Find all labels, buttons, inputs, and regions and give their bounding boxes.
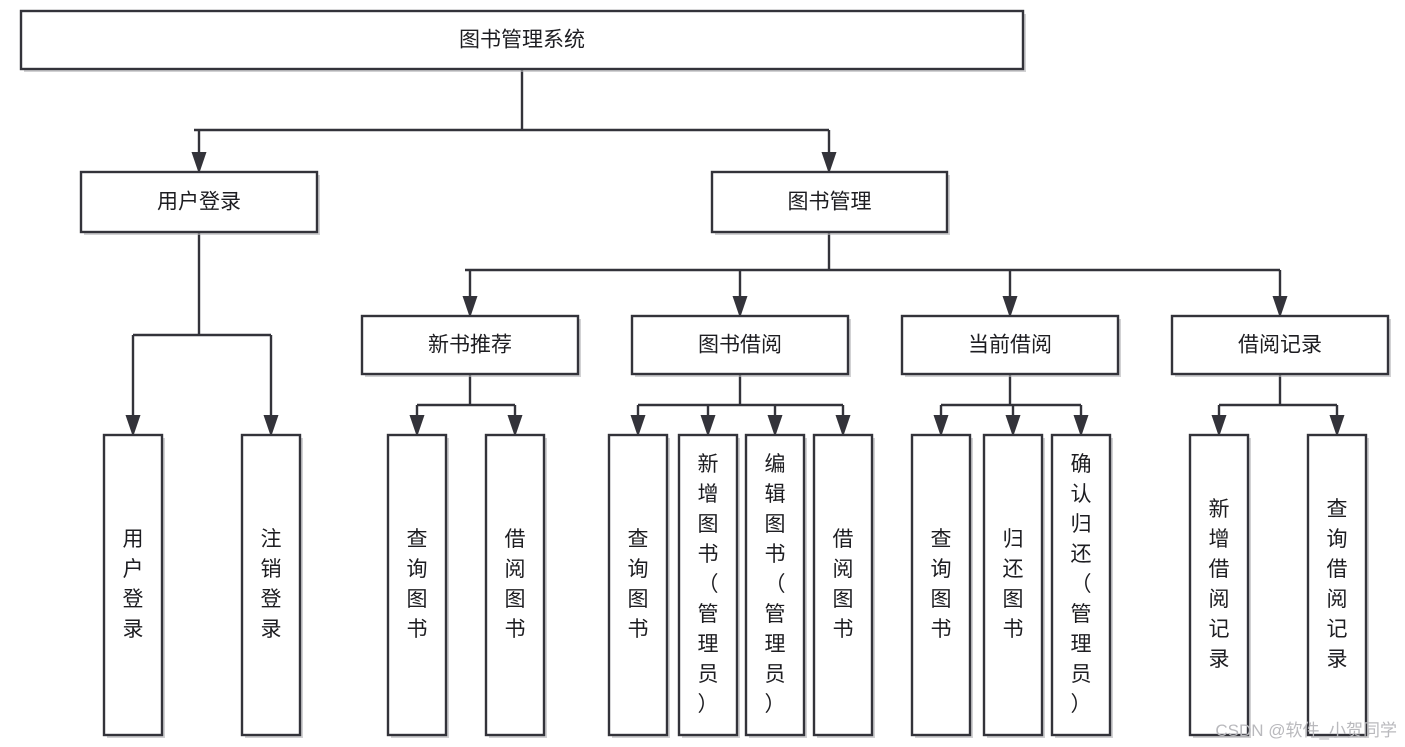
node-label: 图书管理系统 [459,29,585,52]
node-label: 确认归还（管理员） [1071,453,1092,716]
arrow-leaf-confirm-return [1073,405,1089,437]
arrow-leaf-edit-book [767,405,783,437]
node-label: 新增图书（管理员） [698,453,719,716]
node-label: 借阅图书 [505,528,526,641]
node-box[interactable] [744,433,806,737]
node-box[interactable] [1170,314,1390,376]
node-label: 查询图书 [628,528,649,641]
node-level2-user-login[interactable]: 用户登录 [79,170,320,235]
node-box[interactable] [1050,433,1112,737]
node-box[interactable] [710,170,949,234]
node-label: 借阅记录 [1238,334,1322,357]
node-leaf-leaf-user-login[interactable]: 用户登录 [102,433,165,738]
node-level3-new-book-recommend[interactable]: 新书推荐 [360,314,581,377]
arrow-leaf-query-book-current [933,405,949,437]
node-box[interactable] [240,433,302,737]
node-level3-book-borrow[interactable]: 图书借阅 [630,314,851,377]
arrow-leaf-return-book [1005,405,1021,437]
bus-root [194,69,829,132]
bus-new-book [417,374,515,407]
node-root-root[interactable]: 图书管理系统 [19,9,1026,72]
node-label: 当前借阅 [968,334,1052,357]
node-box[interactable] [102,433,164,737]
node-label: 归还图书 [1003,528,1024,641]
node-leaf-leaf-add-book[interactable]: 新增图书（管理员） [677,433,740,738]
arrow-leaf-logout [263,335,279,437]
node-label: 借阅图书 [833,528,854,641]
node-label: 查询借阅记录 [1327,498,1348,671]
arrow-leaf-user-login [125,335,141,437]
bus-book-borrow [638,374,843,407]
arrow-to-new-book [462,270,478,318]
node-box[interactable] [79,170,319,234]
node-box[interactable] [607,433,669,737]
node-level3-borrow-record[interactable]: 借阅记录 [1170,314,1391,377]
node-leaf-leaf-query-book-new[interactable]: 查询图书 [386,433,449,738]
node-level2-book-management[interactable]: 图书管理 [710,170,950,235]
bus-book-management [465,232,1280,272]
node-leaf-leaf-borrow-book-new[interactable]: 借阅图书 [484,433,547,738]
node-box[interactable] [360,314,580,376]
node-box[interactable] [812,433,874,737]
node-label: 查询图书 [931,528,952,641]
node-leaf-leaf-confirm-return[interactable]: 确认归还（管理员） [1050,433,1113,738]
bus-user-login [133,232,271,337]
node-label: 图书管理 [788,191,872,214]
node-box[interactable] [677,433,739,737]
node-box[interactable] [484,433,546,737]
node-leaf-leaf-query-book-current[interactable]: 查询图书 [910,433,973,738]
connector-layer [125,69,1345,437]
node-leaf-leaf-query-record[interactable]: 查询借阅记录 [1306,433,1369,738]
arrow-leaf-borrow-book-new [507,405,523,437]
arrow-leaf-query-record [1329,405,1345,437]
arrow-to-borrow-record [1272,270,1288,318]
node-box[interactable] [900,314,1120,376]
node-label: 图书借阅 [698,334,782,357]
arrow-leaf-add-book [700,405,716,437]
node-box[interactable] [19,9,1025,71]
node-leaf-leaf-edit-book[interactable]: 编辑图书（管理员） [744,433,807,738]
node-box[interactable] [982,433,1044,737]
node-label: 编辑图书（管理员） [765,453,786,716]
node-leaf-leaf-logout[interactable]: 注销登录 [240,433,303,738]
bus-current-borrow [941,374,1081,407]
node-label: 新书推荐 [428,334,512,357]
node-box[interactable] [910,433,972,737]
node-label: 用户登录 [157,191,241,214]
node-label: 用户登录 [123,528,144,641]
node-box[interactable] [1188,433,1250,737]
arrow-leaf-add-record [1211,405,1227,437]
node-label: 新增借阅记录 [1209,498,1230,671]
node-box[interactable] [1306,433,1368,737]
arrow-leaf-query-book-new [409,405,425,437]
node-layer: 图书管理系统用户登录图书管理新书推荐图书借阅当前借阅借阅记录用户登录注销登录查询… [19,9,1391,738]
arrow-leaf-query-book-borrow [630,405,646,437]
node-leaf-leaf-return-book[interactable]: 归还图书 [982,433,1045,738]
node-leaf-leaf-add-record[interactable]: 新增借阅记录 [1188,433,1251,738]
watermark-label: CSDN @软件_小贺同学 [1215,721,1397,740]
arrow-leaf-borrow-book [835,405,851,437]
node-level3-current-borrow[interactable]: 当前借阅 [900,314,1121,377]
node-label: 注销登录 [261,528,282,641]
node-leaf-leaf-borrow-book[interactable]: 借阅图书 [812,433,875,738]
arrow-to-book-management [821,130,837,174]
bus-borrow-record [1219,374,1337,407]
node-box[interactable] [386,433,448,737]
node-label: 查询图书 [407,528,428,641]
arrow-to-user-login [191,130,207,174]
node-box[interactable] [630,314,850,376]
arrow-to-book-borrow [732,270,748,318]
arrow-to-current-borrow [1002,270,1018,318]
node-leaf-leaf-query-book-borrow[interactable]: 查询图书 [607,433,670,738]
